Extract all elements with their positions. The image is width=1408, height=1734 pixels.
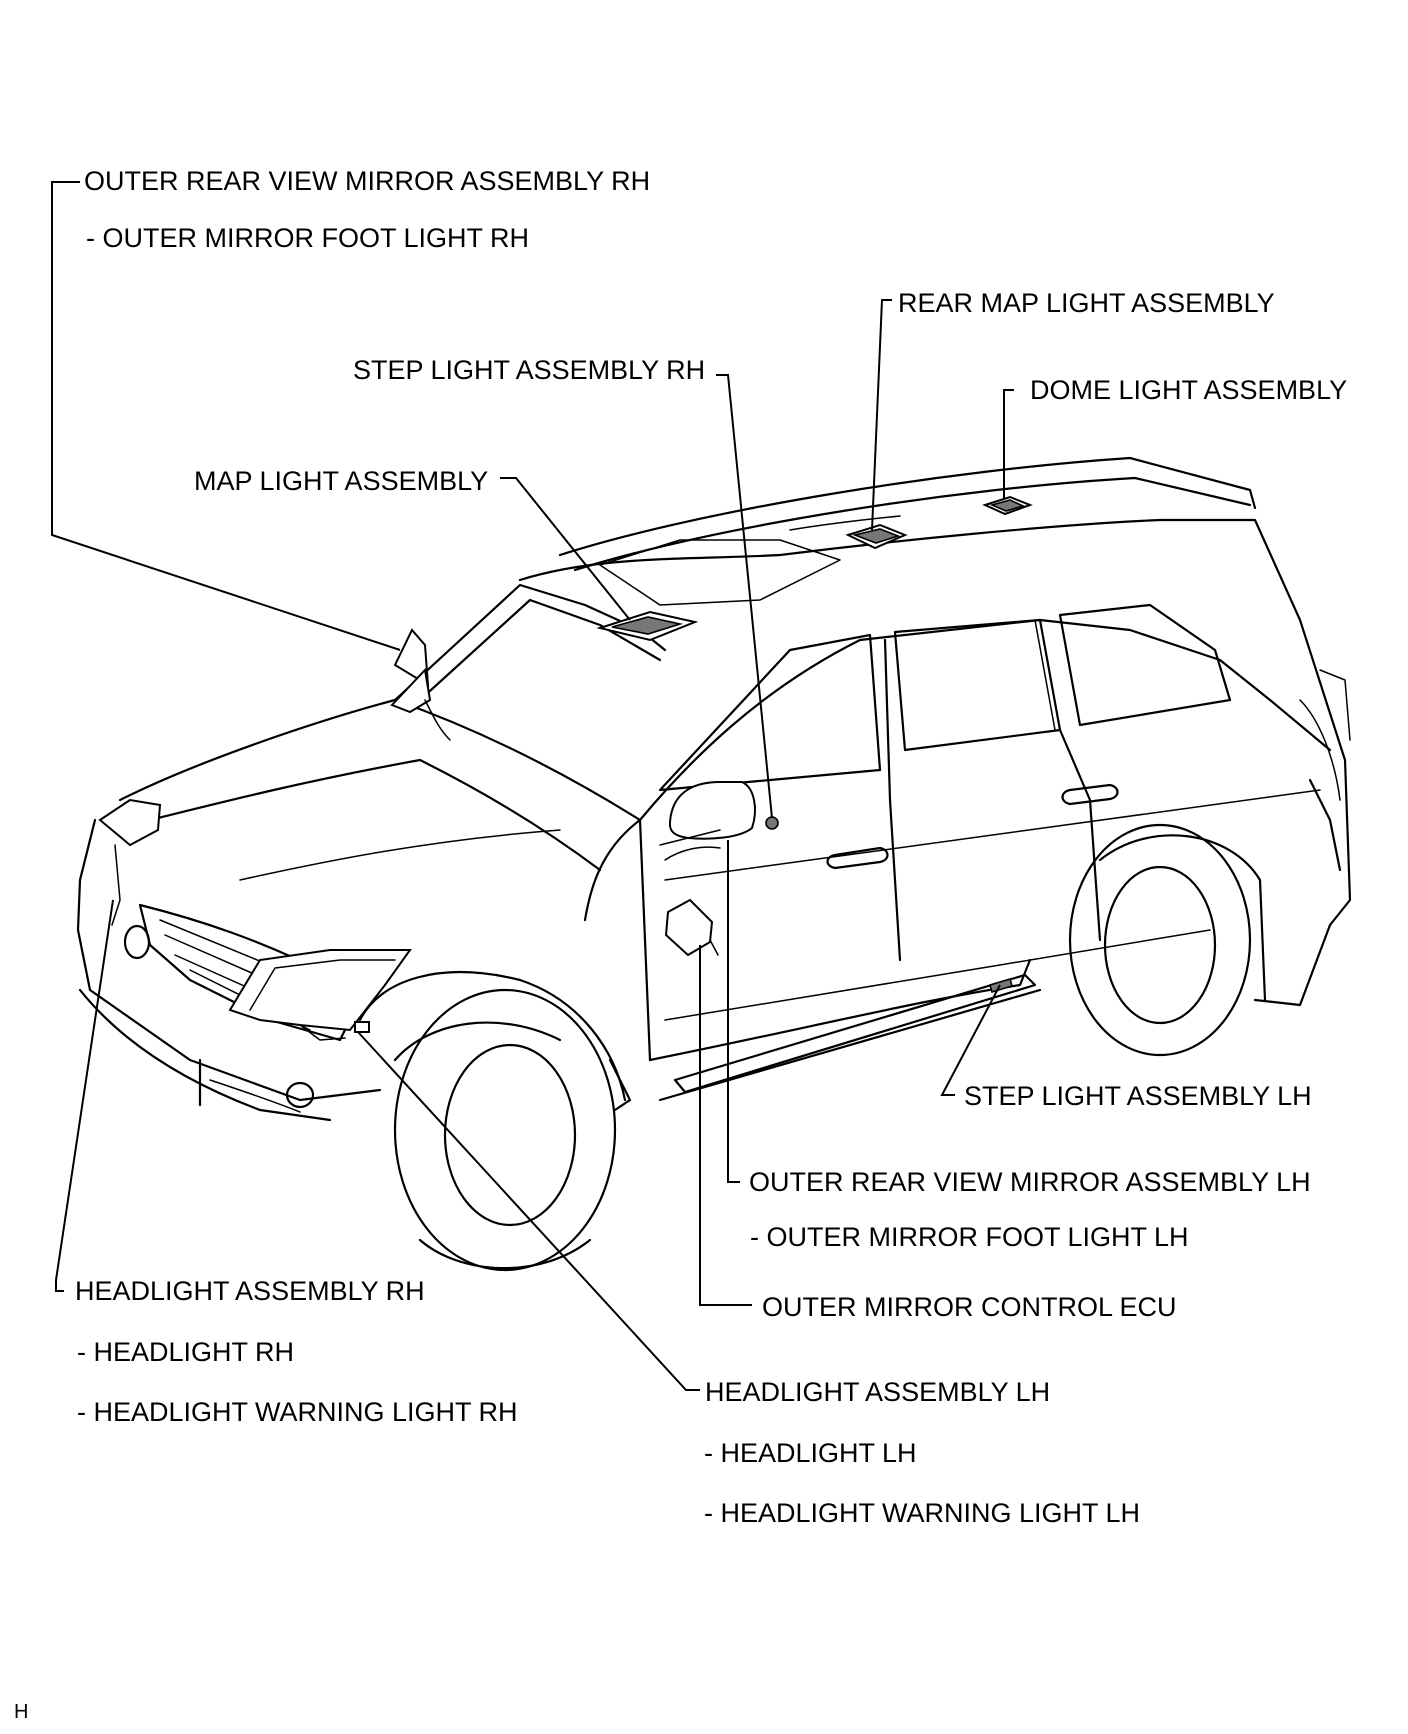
outer-mirror-rh-part	[390, 628, 451, 741]
label-headlight-lh: HEADLIGHT ASSEMBLY LH	[705, 1377, 1051, 1407]
figure-code: H	[14, 1701, 29, 1723]
label-rear-map-light: REAR MAP LIGHT ASSEMBLY	[898, 288, 1275, 318]
step-light-lh-part	[989, 978, 1013, 993]
leader-lines	[51, 181, 1014, 1391]
leader-headlight-lh	[357, 1031, 700, 1391]
label-outer-mirror-rh: OUTER REAR VIEW MIRROR ASSEMBLY RH	[84, 166, 651, 196]
headlight-rh-part	[98, 798, 162, 926]
leader-step-light-rh	[716, 374, 773, 819]
label-outer-mirror-lh: OUTER REAR VIEW MIRROR ASSEMBLY LH	[749, 1167, 1311, 1197]
label-headlight-lh-sub: - HEADLIGHT LH	[704, 1438, 917, 1468]
rear-map-light-part	[845, 523, 908, 550]
label-map-light: MAP LIGHT ASSEMBLY	[194, 466, 489, 496]
label-headlight-warning-rh: - HEADLIGHT WARNING LIGHT RH	[77, 1397, 518, 1427]
vehicle-body-outline	[76, 456, 1352, 1272]
step-light-rh-part	[765, 816, 779, 830]
label-outer-mirror-rh-foot-light: - OUTER MIRROR FOOT LIGHT RH	[86, 223, 530, 253]
label-headlight-warning-lh: - HEADLIGHT WARNING LIGHT LH	[704, 1498, 1141, 1528]
label-outer-mirror-control-ecu: OUTER MIRROR CONTROL ECU	[762, 1292, 1177, 1322]
leader-step-light-lh	[940, 984, 1001, 1096]
outer-mirror-lh-part	[659, 781, 756, 861]
leader-outer-mirror-lh	[727, 840, 740, 1183]
map-light-part	[596, 610, 699, 642]
leader-dome-light	[1003, 389, 1014, 500]
outer-mirror-control-ecu-part	[664, 898, 719, 957]
leader-map-light	[500, 477, 631, 621]
headlight-lh-part	[228, 949, 412, 1041]
leader-outer-mirror-rh	[51, 181, 401, 651]
label-headlight-rh: HEADLIGHT ASSEMBLY RH	[75, 1276, 425, 1306]
leader-outer-mirror-ecu	[699, 945, 752, 1306]
label-step-light-lh: STEP LIGHT ASSEMBLY LH	[964, 1081, 1312, 1111]
label-headlight-rh-sub: - HEADLIGHT RH	[77, 1337, 295, 1367]
dome-light-part	[982, 495, 1033, 516]
label-dome-light: DOME LIGHT ASSEMBLY	[1030, 375, 1348, 405]
leader-headlight-rh	[55, 899, 114, 1292]
label-step-light-rh: STEP LIGHT ASSEMBLY RH	[353, 355, 706, 385]
label-outer-mirror-lh-foot-light: - OUTER MIRROR FOOT LIGHT LH	[750, 1222, 1189, 1252]
leader-rear-map-light	[871, 299, 892, 531]
